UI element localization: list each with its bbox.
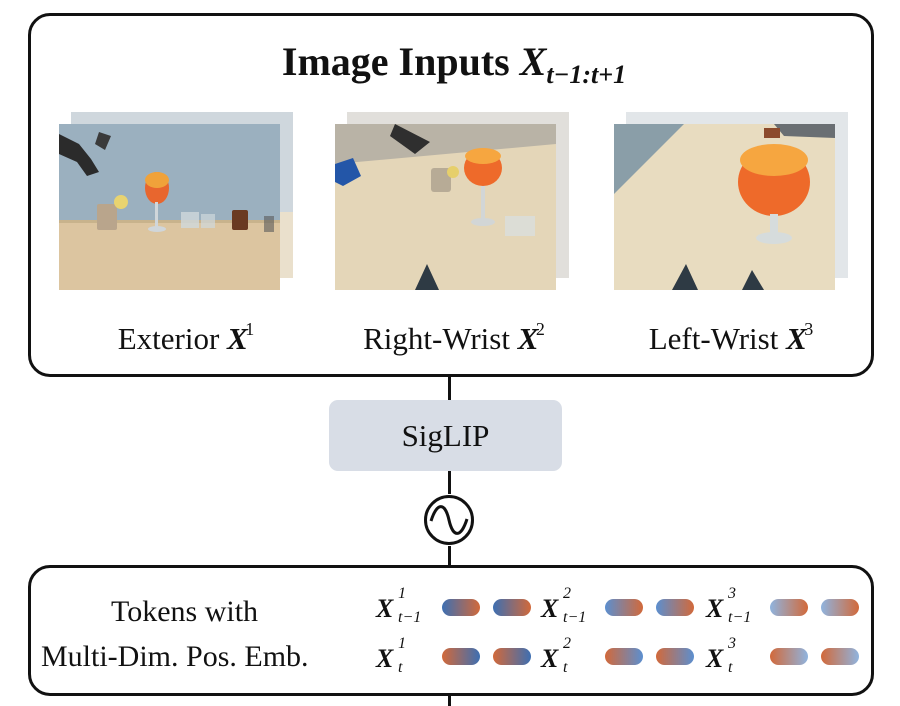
caption-left-wrist-var: X [786,321,807,356]
tokens-label-line2: Multi-Dim. Pos. Emb. [41,638,309,676]
connector-mid [448,471,451,494]
token-var-r1-c2: X 2 t−1 [541,586,586,626]
token-var-r2-c3-x: X [706,644,724,673]
token-pill-r2-5 [770,648,808,665]
caption-right-wrist-dot: . [530,333,535,353]
token-var-r1-c2-sup: 2 [563,585,571,602]
siglip-encoder: SigLIP [329,400,562,471]
tokens-label-line1-text: Tokens with [111,595,259,628]
caption-right-wrist: Right-Wrist X.2 [339,311,569,361]
caption-left-wrist-sup: 3 [804,319,814,339]
siglip-label: SigLIP [401,417,490,453]
title-variable: X [519,39,547,84]
token-var-r1-c3: X 3 t−1 [706,586,751,626]
title-subscript: t−1:t+1 [546,60,627,89]
token-var-r2-c3-sub: t [728,659,733,676]
caption-right-wrist-sup: 2 [535,319,545,339]
token-var-r2-c2-sup: 2 [563,635,571,652]
connector-low [448,546,451,565]
right-wrist-frame [335,124,556,290]
image-inputs-title: Image Inputs Xt−1:t+1 [31,38,877,99]
tokens-label-line1: Tokens with [111,593,258,631]
token-var-r2-c3: X 3 t [706,636,736,676]
token-pill-r1-4 [656,599,694,616]
token-var-r2-c1-sub: t [398,659,403,676]
caption-left-wrist: Left-Wrist X.3 [621,311,841,361]
token-var-r1-c1-x: X [376,594,394,623]
token-var-r2-c2-sub: t [563,659,568,676]
positional-embedding-sine-icon [424,495,474,545]
exterior-frame [59,124,280,290]
title-text: Image Inputs [281,39,510,84]
token-pill-r2-2 [493,648,531,665]
token-var-r2-c1: X 1 t [376,636,406,676]
connector-bottom [448,696,451,706]
image-inputs-panel: Image Inputs Xt−1:t+1 Exterior [28,13,874,377]
token-var-r2-c1-sup: 1 [398,635,406,652]
token-var-r1-c1-sub: t−1 [398,609,422,626]
caption-exterior-dot: . [239,333,245,353]
token-pill-r1-3 [605,599,643,616]
token-var-r2-c2: X 2 t [541,636,571,676]
token-var-r1-c3-sub: t−1 [728,609,752,626]
caption-left-wrist-label: Left-Wrist [648,321,779,356]
token-var-r2-c1-x: X [376,644,394,673]
token-var-r1-c3-x: X [706,594,724,623]
tokens-panel: Tokens with Multi-Dim. Pos. Emb. X 1 t−1… [28,565,874,696]
caption-right-wrist-label: Right-Wrist [363,321,510,356]
token-var-r2-c3-sup: 3 [728,635,736,652]
token-var-r1-c1: X 1 t−1 [376,586,421,626]
token-pill-r2-4 [656,648,694,665]
left-wrist-frame [614,124,835,290]
token-pill-r2-3 [605,648,643,665]
token-var-r2-c2-x: X [541,644,559,673]
token-var-r1-c3-sup: 3 [728,585,736,602]
token-pill-r1-5 [770,599,808,616]
token-var-r1-c1-sup: 1 [398,585,406,602]
token-pill-r1-6 [821,599,859,616]
connector-top [448,377,451,400]
caption-left-wrist-dot: . [798,333,804,353]
caption-exterior-sup: 1 [245,319,255,339]
token-pill-r2-6 [821,648,859,665]
caption-exterior-label: Exterior [117,321,220,356]
caption-exterior-var: X [227,321,248,356]
token-pill-r1-1 [442,599,480,616]
token-var-r1-c2-x: X [541,594,559,623]
token-pill-r2-1 [442,648,480,665]
token-var-r1-c2-sub: t−1 [563,609,587,626]
caption-right-wrist-var: X [517,321,539,356]
caption-exterior: Exterior X.1 [86,311,286,361]
token-pill-r1-2 [493,599,531,616]
tokens-label-line2-text: Multi-Dim. Pos. Emb. [41,640,309,673]
